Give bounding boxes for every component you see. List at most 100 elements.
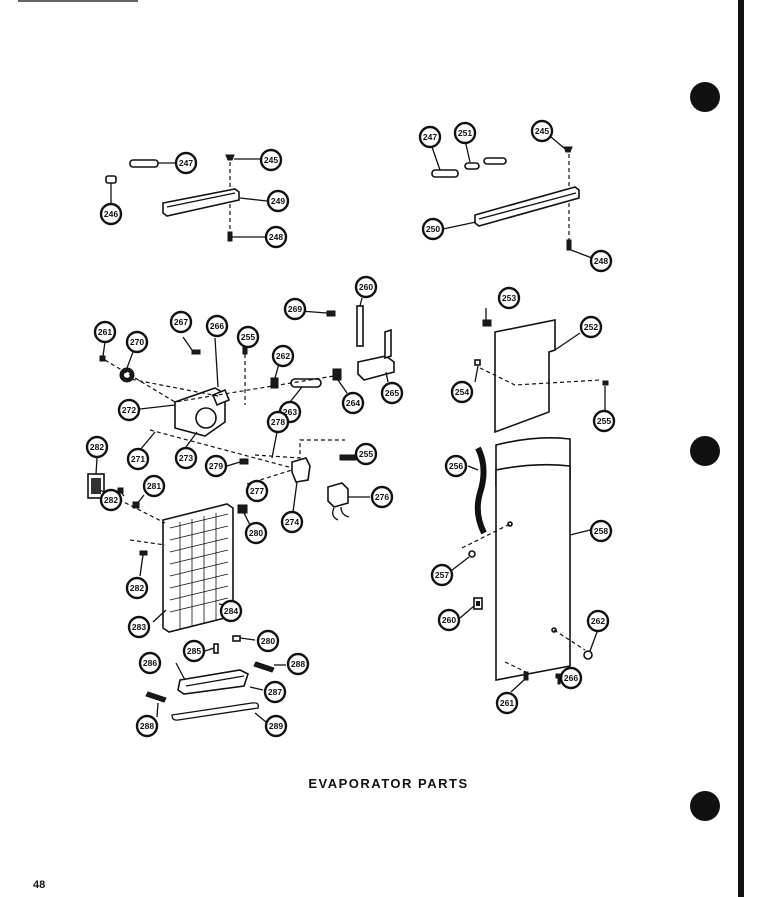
svg-text:266: 266 bbox=[210, 321, 224, 331]
screw-part bbox=[523, 671, 529, 681]
callout-marker: 245 bbox=[259, 148, 283, 172]
callout-marker: 253 bbox=[497, 286, 521, 310]
svg-text:254: 254 bbox=[455, 387, 469, 397]
clip-part bbox=[270, 377, 279, 389]
callout-marker: 279 bbox=[204, 454, 228, 478]
callout-marker: 261 bbox=[93, 320, 117, 344]
svg-text:284: 284 bbox=[224, 606, 238, 616]
callout-marker: 262 bbox=[271, 344, 295, 368]
svg-text:264: 264 bbox=[346, 398, 360, 408]
page-number: 48 bbox=[33, 879, 46, 891]
svg-text:280: 280 bbox=[261, 636, 275, 646]
callout-marker: 247 bbox=[418, 125, 442, 149]
screw-part bbox=[563, 146, 573, 153]
svg-text:260: 260 bbox=[442, 615, 456, 625]
svg-text:261: 261 bbox=[98, 327, 112, 337]
callout-marker: 287 bbox=[263, 680, 287, 704]
callout-marker: 282 bbox=[85, 435, 109, 459]
callout-markers: 247 245 246 249 248 247 251 245 250 248 … bbox=[85, 119, 616, 738]
callout-marker: 273 bbox=[174, 446, 198, 470]
top-left-rail-assembly bbox=[105, 154, 268, 242]
screw-part bbox=[227, 231, 233, 242]
rod-part bbox=[129, 159, 159, 168]
grommet-part bbox=[583, 650, 593, 660]
evaporator-cover-panels bbox=[446, 308, 609, 693]
callout-marker: 245 bbox=[530, 119, 554, 143]
callout-marker: 260 bbox=[354, 275, 378, 299]
evaporator-coil bbox=[87, 457, 234, 633]
callout-marker: 255 bbox=[354, 442, 378, 466]
heater-element bbox=[253, 661, 275, 673]
drain-trough-assembly bbox=[145, 635, 286, 723]
callout-marker: 284 bbox=[219, 599, 243, 623]
callout-marker: 286 bbox=[138, 651, 162, 675]
screw-part bbox=[474, 359, 481, 366]
svg-text:289: 289 bbox=[269, 721, 283, 731]
svg-text:248: 248 bbox=[269, 232, 283, 242]
svg-text:262: 262 bbox=[276, 351, 290, 361]
screw-part bbox=[239, 458, 249, 465]
svg-text:282: 282 bbox=[90, 442, 104, 452]
callout-marker: 266 bbox=[559, 666, 583, 690]
svg-text:255: 255 bbox=[241, 332, 255, 342]
pin-part bbox=[105, 175, 117, 184]
callout-marker: 254 bbox=[450, 380, 474, 404]
punch-hole bbox=[690, 791, 720, 821]
callout-marker: 258 bbox=[589, 519, 613, 543]
svg-text:288: 288 bbox=[140, 721, 154, 731]
rod-part bbox=[464, 162, 480, 170]
callout-marker: 289 bbox=[264, 714, 288, 738]
terminal-block bbox=[327, 482, 349, 508]
svg-text:279: 279 bbox=[209, 461, 223, 471]
svg-text:274: 274 bbox=[285, 517, 299, 527]
svg-text:256: 256 bbox=[449, 461, 463, 471]
callout-marker: 267 bbox=[169, 310, 193, 334]
svg-text:263: 263 bbox=[283, 407, 297, 417]
callout-marker: 247 bbox=[174, 151, 198, 175]
svg-text:250: 250 bbox=[426, 224, 440, 234]
heater-element bbox=[145, 691, 167, 703]
screw-part bbox=[326, 310, 336, 317]
callout-marker: 248 bbox=[589, 249, 613, 273]
callout-marker: 271 bbox=[126, 447, 150, 471]
svg-text:267: 267 bbox=[174, 317, 188, 327]
rod-part bbox=[290, 378, 322, 388]
scan-mark bbox=[18, 0, 138, 2]
svg-text:249: 249 bbox=[271, 196, 285, 206]
svg-text:280: 280 bbox=[249, 528, 263, 538]
callout-marker: 288 bbox=[286, 652, 310, 676]
punch-hole bbox=[690, 436, 720, 466]
svg-text:283: 283 bbox=[132, 622, 146, 632]
callout-marker: 266 bbox=[205, 314, 229, 338]
callout-marker: 255 bbox=[236, 325, 260, 349]
callout-marker: 256 bbox=[444, 454, 468, 478]
svg-text:285: 285 bbox=[187, 646, 201, 656]
callout-marker: 288 bbox=[135, 714, 159, 738]
diagram-caption: EVAPORATOR PARTS bbox=[308, 776, 469, 791]
svg-text:269: 269 bbox=[288, 304, 302, 314]
damper-bracket-assembly bbox=[99, 297, 395, 471]
svg-text:252: 252 bbox=[584, 322, 598, 332]
callout-marker: 274 bbox=[280, 510, 304, 534]
callout-marker: 252 bbox=[579, 315, 603, 339]
svg-text:261: 261 bbox=[500, 698, 514, 708]
screw-part bbox=[191, 349, 201, 355]
callout-marker: 260 bbox=[437, 608, 461, 632]
top-right-rail-assembly bbox=[431, 136, 593, 259]
svg-text:281: 281 bbox=[147, 481, 161, 491]
wire-harness bbox=[474, 446, 487, 535]
svg-text:247: 247 bbox=[179, 158, 193, 168]
grommet-part bbox=[468, 550, 476, 558]
screw-part bbox=[602, 380, 609, 386]
clip-part bbox=[332, 368, 342, 381]
punch-hole bbox=[690, 82, 720, 112]
callout-marker: 270 bbox=[125, 330, 149, 354]
svg-text:278: 278 bbox=[271, 417, 285, 427]
callout-marker: 277 bbox=[245, 479, 269, 503]
svg-text:260: 260 bbox=[359, 282, 373, 292]
callout-marker: 261 bbox=[495, 691, 519, 715]
clip-part bbox=[482, 319, 492, 327]
svg-text:246: 246 bbox=[104, 209, 118, 219]
screw-part bbox=[99, 355, 106, 362]
